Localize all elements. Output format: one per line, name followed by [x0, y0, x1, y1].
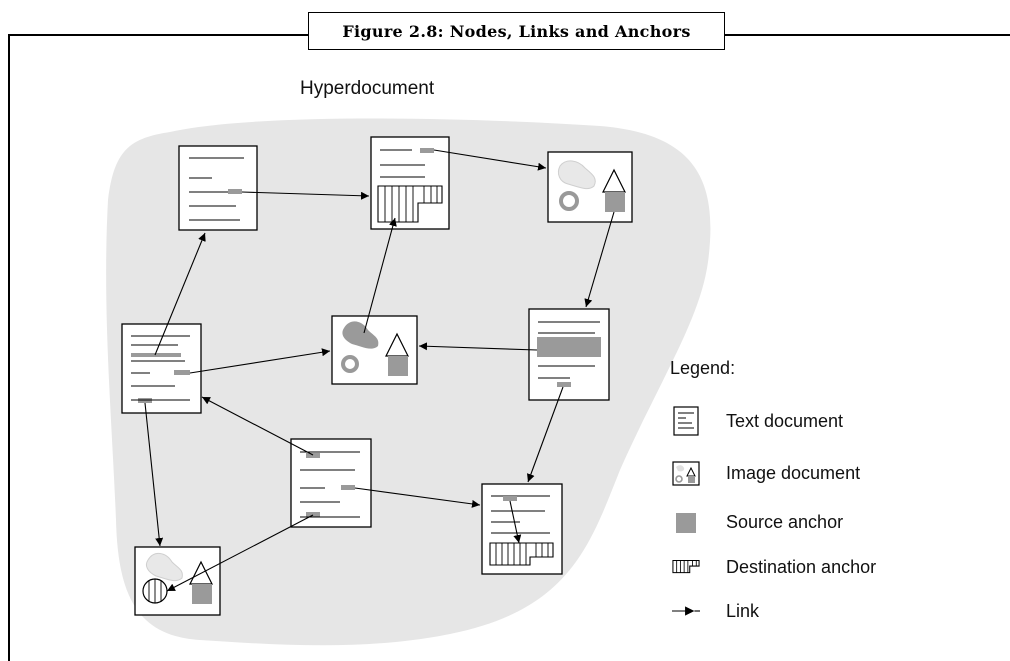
- hyperdocument-label: Hyperdocument: [300, 78, 435, 99]
- text-document-node-b: [370, 136, 450, 230]
- text-document-node-g: [290, 438, 372, 528]
- link: [154, 232, 206, 356]
- link: [584, 211, 615, 308]
- source-anchor: [503, 496, 517, 501]
- source-anchor: [306, 453, 320, 458]
- source-anchor: [192, 584, 212, 604]
- image-document-node-c: [547, 151, 633, 223]
- source-anchor-icon: [672, 508, 700, 536]
- legend-label: Image document: [726, 462, 861, 483]
- legend-item-image-document: Image document: [672, 458, 860, 488]
- link: [418, 342, 538, 351]
- source-anchor: [131, 353, 181, 357]
- legend-item-link: Link: [672, 596, 759, 626]
- link-arrow-icon: [672, 597, 700, 625]
- source-anchor: [306, 512, 320, 517]
- source-anchor: [228, 189, 242, 194]
- frame-left-border: [8, 34, 10, 661]
- text-document-node-h: [481, 483, 563, 575]
- destination-anchor: [489, 542, 554, 566]
- image-document-node-e: [331, 315, 418, 385]
- figure-title: Figure 2.8: Nodes, Links and Anchors: [308, 12, 725, 50]
- legend-label: Destination anchor: [726, 556, 877, 577]
- source-anchor: [605, 192, 625, 212]
- image-document-icon: [672, 459, 700, 487]
- destination-anchor: [142, 578, 168, 604]
- legend-item-text-document: Text document: [672, 406, 843, 436]
- source-anchor: [537, 337, 601, 357]
- link: [241, 191, 370, 200]
- link: [189, 348, 331, 374]
- legend-item-source-anchor: Source anchor: [672, 507, 843, 537]
- link: [144, 402, 164, 547]
- legend-label: Source anchor: [726, 511, 844, 532]
- source-anchor: [341, 485, 355, 490]
- image-document-node-i: [134, 546, 221, 616]
- legend-label: Text document: [726, 410, 844, 431]
- legend-label: Link: [726, 600, 760, 621]
- link: [433, 149, 547, 171]
- link: [201, 396, 314, 456]
- legend-item-destination-anchor: Destination anchor: [672, 552, 876, 582]
- link: [166, 514, 314, 592]
- destination-anchor: [377, 185, 443, 223]
- text-document-node-a: [178, 145, 258, 231]
- source-anchor: [557, 382, 571, 387]
- link: [363, 217, 397, 334]
- source-anchor: [174, 370, 190, 375]
- link: [354, 487, 481, 508]
- link: [527, 386, 564, 483]
- frame-top-border-left: [8, 34, 308, 36]
- text-document-node-f: [528, 308, 610, 401]
- links: [144, 149, 615, 592]
- text-document-icon: [672, 406, 700, 436]
- destination-anchor-icon: [672, 553, 700, 581]
- frame-top-border-right: [725, 34, 1010, 36]
- link: [509, 500, 522, 544]
- source-anchor: [420, 148, 434, 153]
- legend-title: Legend:: [670, 358, 736, 378]
- text-document-node-d: [121, 323, 202, 414]
